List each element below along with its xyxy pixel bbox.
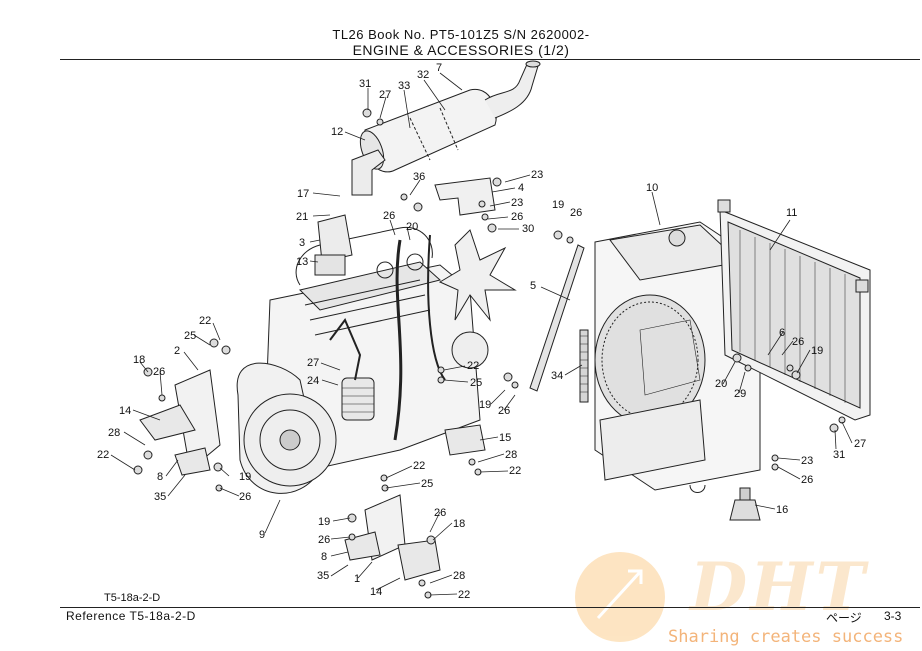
part-label: 22 (509, 465, 521, 477)
oil-filter (341, 377, 375, 421)
part-label: 13 (296, 256, 308, 268)
part-label: 19 (479, 399, 491, 411)
part-label: 26 (434, 507, 446, 519)
part-label: 1 (354, 573, 360, 585)
part-label: 11 (786, 207, 797, 219)
top-rule (60, 59, 920, 60)
part-label: 26 (511, 211, 523, 223)
part-label: 35 (317, 570, 329, 582)
watermark-logo-text: DHT (690, 548, 868, 626)
part-label: 14 (119, 405, 131, 417)
part-label: 2 (174, 345, 180, 357)
figure-code: T5-18a-2-D (104, 592, 161, 604)
part-label: 25 (470, 377, 482, 389)
part-label: 5 (530, 280, 536, 292)
part-label: 23 (801, 455, 813, 467)
fan (438, 229, 517, 322)
page-number: 3-3 (884, 609, 902, 623)
part-label: 26 (801, 474, 813, 486)
part-label: 8 (157, 471, 163, 483)
part-label: 26 (318, 534, 330, 546)
page-title: ENGINE & ACCESSORIES (1/2) (352, 42, 570, 58)
air-cleaner (359, 60, 541, 173)
bottom-rule (60, 607, 920, 608)
part-label: 17 (297, 188, 309, 200)
part-label: 22 (97, 449, 109, 461)
part-label: 27 (307, 357, 319, 369)
part-label: 22 (199, 315, 211, 327)
part-label: 18 (133, 354, 145, 366)
page-label: ページ (826, 611, 862, 625)
part-label: 35 (154, 491, 166, 503)
part-label: 21 (296, 211, 308, 223)
part-label: 22 (458, 589, 470, 601)
header-line-1: TL26 Book No. PT5-101Z5 S/N 2620002- (332, 27, 590, 42)
part-label: 22 (413, 460, 425, 472)
part-label: 22 (467, 360, 479, 372)
part-label: 28 (108, 427, 120, 439)
part-label: 26 (792, 336, 804, 348)
part-label: 19 (318, 516, 330, 528)
part-label: 25 (184, 330, 196, 342)
part-label: 26 (383, 210, 395, 222)
watermark-logo (575, 552, 665, 642)
part-label: 33 (398, 80, 410, 92)
part-label: 25 (421, 478, 433, 490)
part-label: 8 (321, 551, 327, 563)
part-label: 9 (259, 529, 265, 541)
part-label: 26 (239, 491, 251, 503)
part-label: 19 (811, 345, 823, 357)
part-label: 30 (522, 223, 534, 235)
watermark-tagline: Sharing creates success (668, 627, 904, 647)
part-label: 31 (359, 78, 371, 90)
part-label: 19 (552, 199, 564, 211)
part-label: 14 (370, 586, 382, 598)
part-labels: 31 27 33 32 7 12 36 23 4 23 26 30 17 21 … (97, 62, 866, 601)
alternator (451, 331, 489, 369)
part-label: 23 (531, 169, 543, 181)
part-label: 27 (379, 89, 391, 101)
part-label: 18 (453, 518, 465, 530)
part-label: 24 (307, 375, 319, 387)
part-label: 26 (153, 366, 165, 378)
part-label: 16 (776, 504, 788, 516)
reference-text: Reference T5-18a-2-D (66, 609, 196, 623)
part-label: 36 (413, 171, 425, 183)
part-label: 15 (499, 432, 511, 444)
part-label: 6 (779, 327, 785, 339)
part-label: 26 (570, 207, 582, 219)
part-label: 3 (299, 237, 305, 249)
part-label: 7 (436, 62, 442, 74)
part-label: 19 (239, 471, 251, 483)
part-label: 34 (551, 370, 563, 382)
part-label: 10 (646, 182, 658, 194)
part-label: 32 (417, 69, 429, 81)
part-label: 31 (833, 449, 845, 461)
part-label: 12 (331, 126, 343, 138)
part-label: 20 (715, 378, 727, 390)
part-label: 27 (854, 438, 866, 450)
part-label: 28 (453, 570, 465, 582)
part-label: 26 (498, 405, 510, 417)
part-label: 28 (505, 449, 517, 461)
part-label: 23 (511, 197, 523, 209)
part-label: 20 (406, 221, 418, 233)
part-label: 29 (734, 388, 746, 400)
part-label: 4 (518, 182, 524, 194)
